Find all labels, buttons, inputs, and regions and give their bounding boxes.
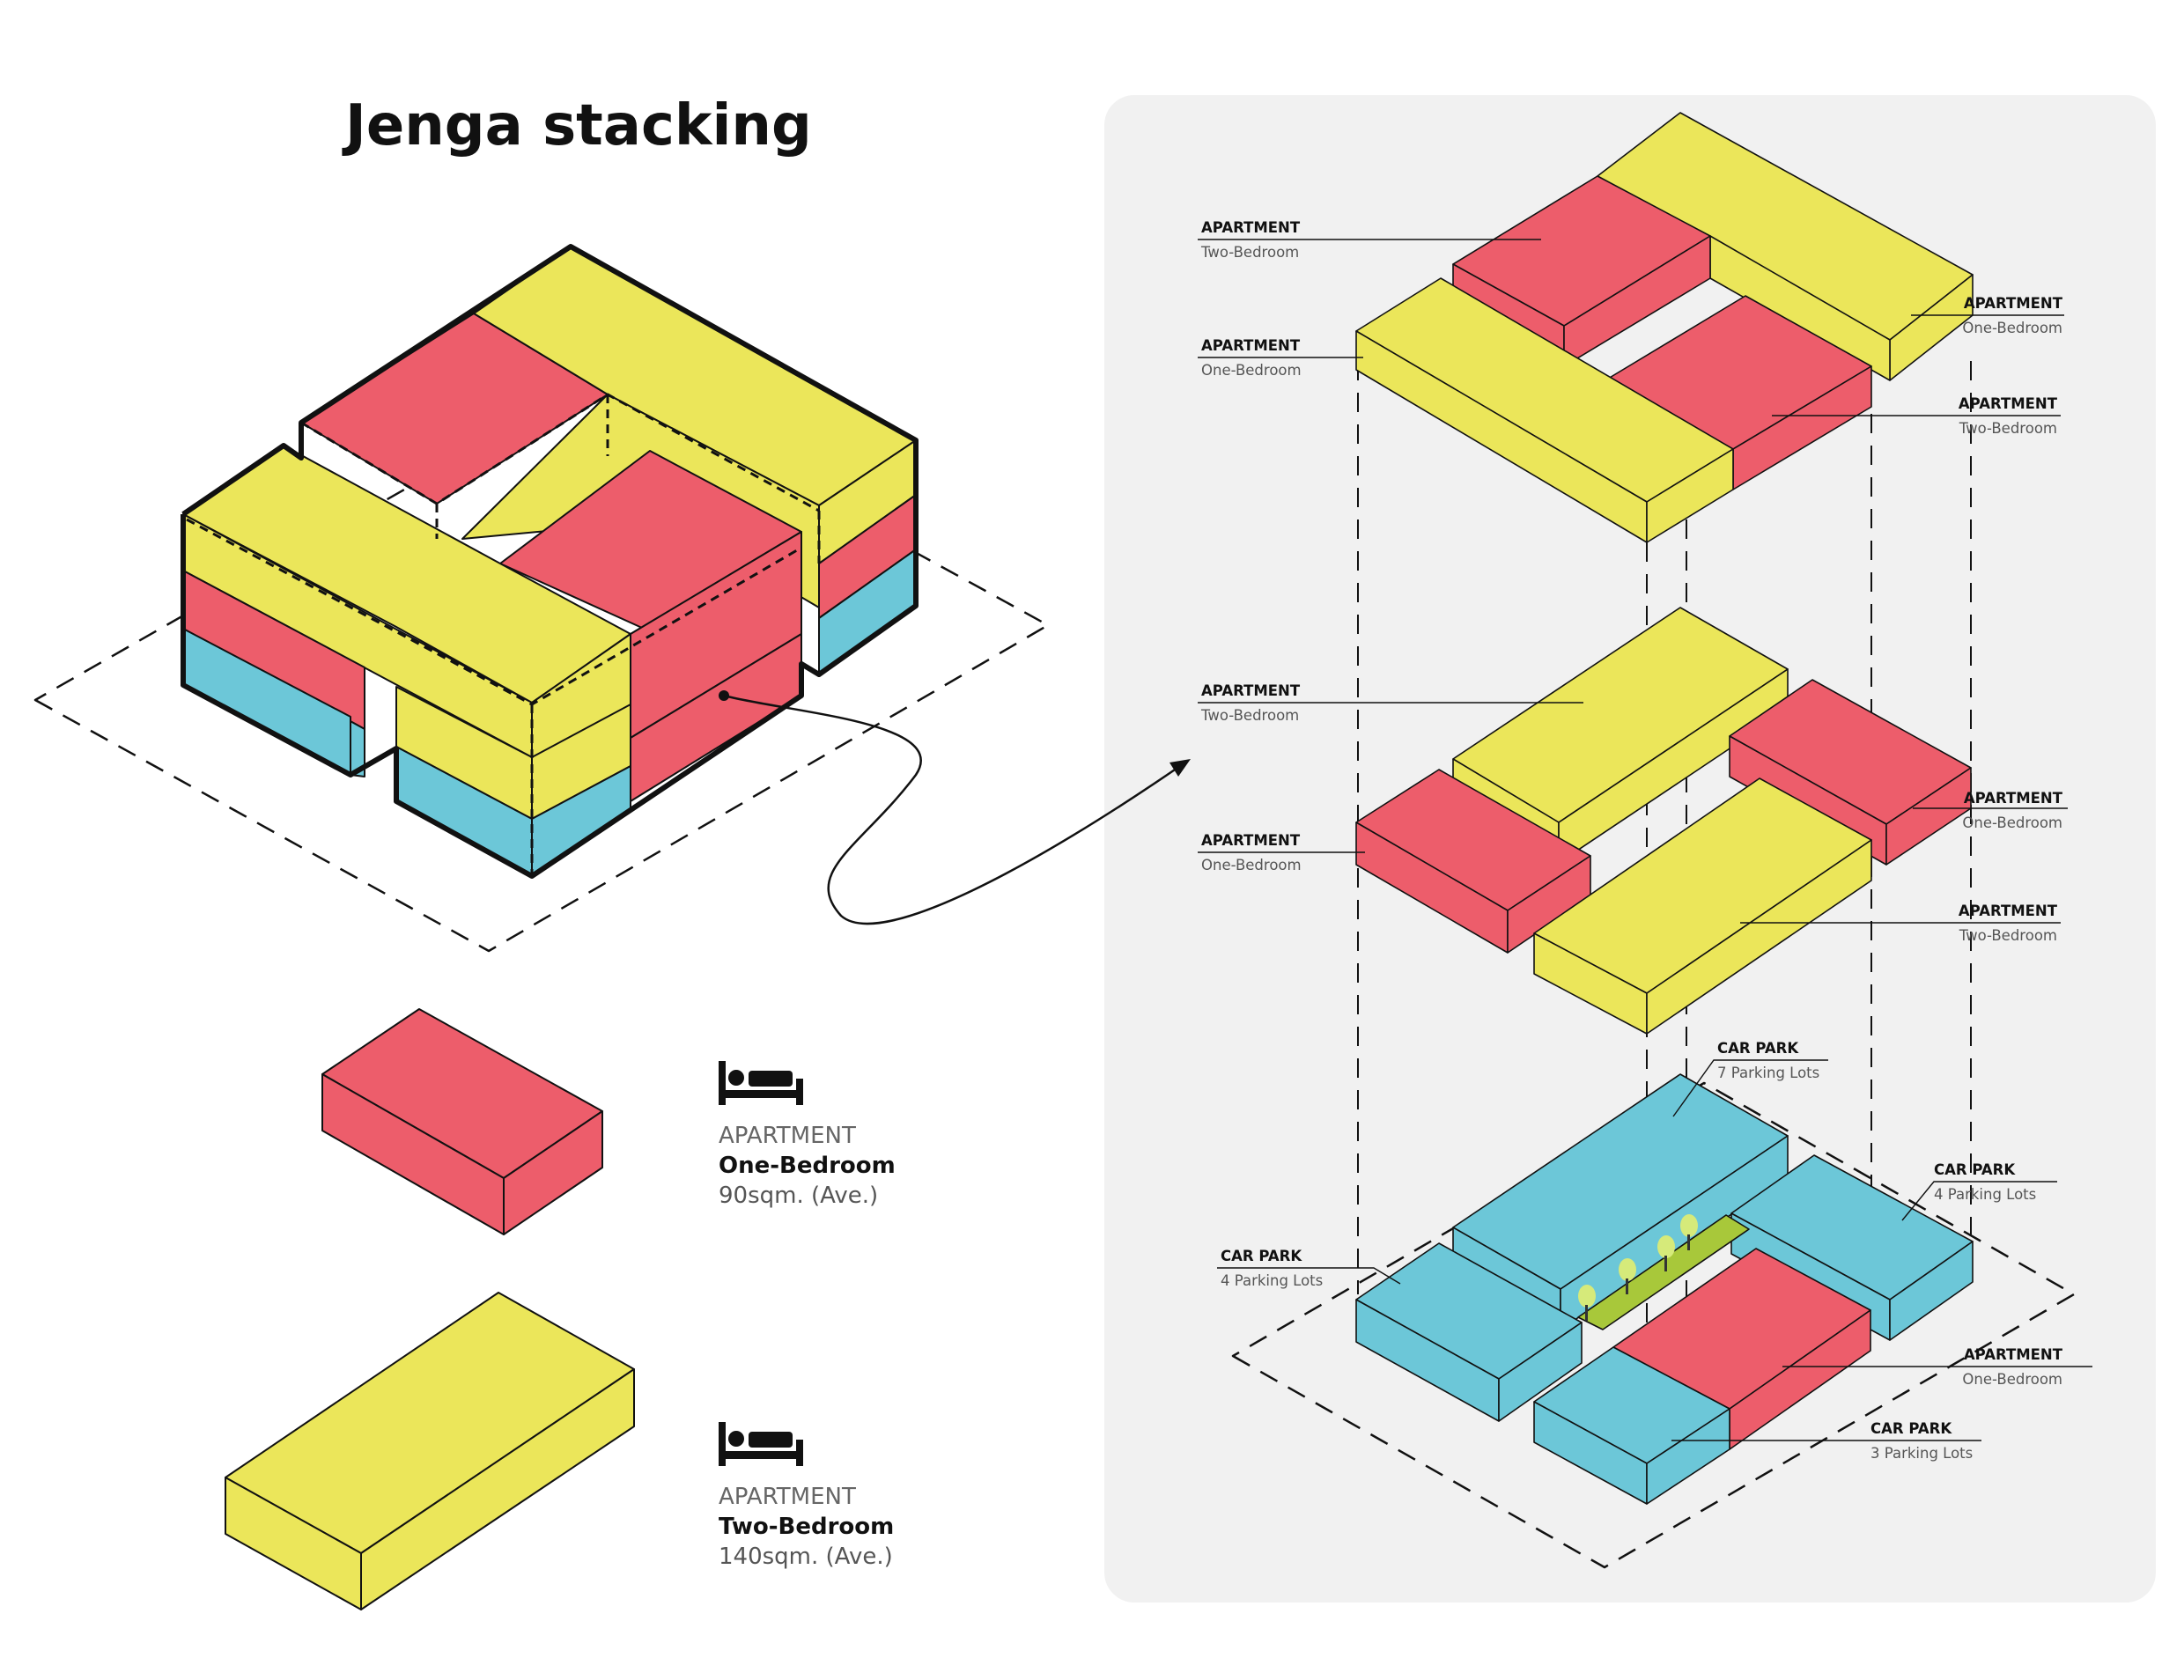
green-strip	[1577, 1214, 1750, 1330]
label-mid-right-1-head: APARTMENT	[1964, 790, 2063, 807]
label-top-right-2-head: APARTMENT	[1959, 395, 2058, 412]
legend-1-area: 140sqm. (Ave.)	[719, 1544, 893, 1570]
label-mid-left-2-head: APARTMENT	[1201, 832, 1301, 849]
label-bot-car-sub: 3 Parking Lots	[1870, 1445, 1973, 1462]
label-mid-right-2-sub: Two-Bedroom	[1959, 927, 2057, 944]
level-top	[1355, 112, 1974, 543]
label-bot-car-head: CAR PARK	[1870, 1420, 1952, 1437]
label-top-right-1-head: APARTMENT	[1964, 295, 2063, 312]
label-mid-left-1-head: APARTMENT	[1201, 682, 1301, 699]
diagram-title: Jenga stacking	[342, 93, 812, 158]
label-bot-top-head: CAR PARK	[1717, 1040, 1799, 1057]
label-bot-apt-sub: One-Bedroom	[1962, 1371, 2062, 1388]
level-middle	[1355, 607, 1972, 1035]
massing-outline	[181, 244, 919, 879]
label-top-left-1-head: APARTMENT	[1201, 219, 1301, 236]
label-top-left-2-head: APARTMENT	[1201, 337, 1301, 354]
stacked-massing	[33, 244, 1050, 953]
legend-0-area: 90sqm. (Ave.)	[719, 1183, 878, 1209]
tree-icons	[1578, 1214, 1698, 1321]
legend-0-head: APARTMENT	[719, 1123, 856, 1149]
legend-one-bedroom-box	[321, 1008, 603, 1235]
legend-two-bedroom-box	[225, 1292, 635, 1610]
label-top-right-1-sub: One-Bedroom	[1962, 320, 2062, 336]
internal-dashed-lines	[186, 393, 821, 876]
legend-1-type: Two-Bedroom	[719, 1514, 894, 1540]
bed-icon	[719, 1422, 803, 1466]
label-top-right-2-sub: Two-Bedroom	[1959, 420, 2057, 437]
bed-icon	[719, 1061, 803, 1105]
label-bot-left-head: CAR PARK	[1221, 1248, 1302, 1264]
label-mid-right-1-sub: One-Bedroom	[1962, 814, 2062, 831]
legend-0-type: One-Bedroom	[719, 1153, 896, 1179]
callout-labels: APARTMENT Two-Bedroom APARTMENT One-Bedr…	[1200, 219, 2063, 1462]
label-top-left-2-sub: One-Bedroom	[1201, 362, 1302, 379]
label-top-left-1-sub: Two-Bedroom	[1200, 244, 1299, 261]
label-bot-right-head: CAR PARK	[1934, 1161, 2016, 1178]
label-bot-left-sub: 4 Parking Lots	[1221, 1272, 1323, 1289]
label-bot-right-sub: 4 Parking Lots	[1934, 1186, 2036, 1203]
connector-arrow	[719, 690, 1191, 925]
legend-1-head: APARTMENT	[719, 1484, 856, 1510]
label-bot-apt-head: APARTMENT	[1964, 1346, 2063, 1363]
legend: APARTMENT One-Bedroom 90sqm. (Ave.) APAR…	[225, 1008, 896, 1610]
label-mid-left-1-sub: Two-Bedroom	[1200, 707, 1299, 724]
label-mid-left-2-sub: One-Bedroom	[1201, 857, 1302, 873]
label-bot-top-sub: 7 Parking Lots	[1717, 1065, 1819, 1081]
label-mid-right-2-head: APARTMENT	[1959, 903, 2058, 919]
level-bottom	[1231, 1073, 2076, 1569]
leader-lines	[1198, 239, 2092, 1441]
